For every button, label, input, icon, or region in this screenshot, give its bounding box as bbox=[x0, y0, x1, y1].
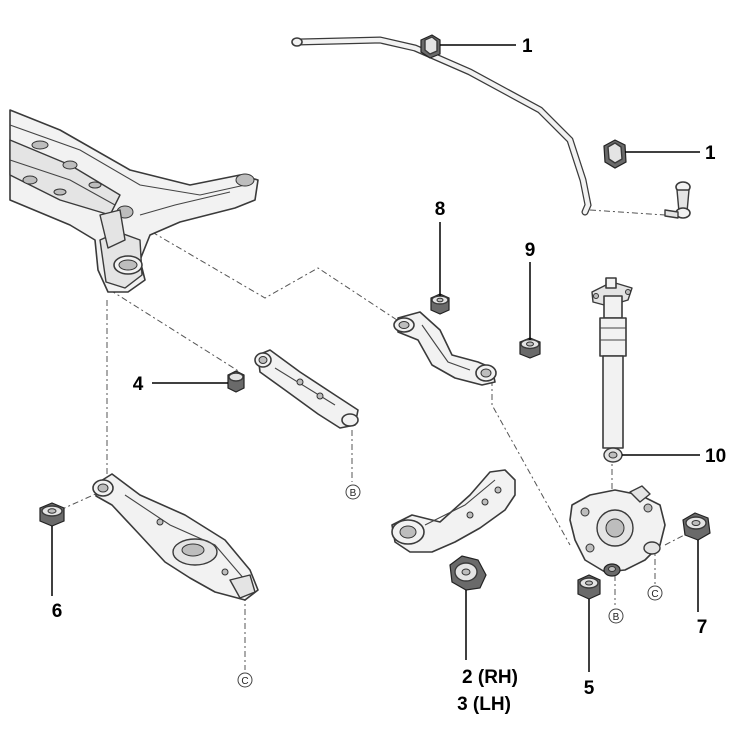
callout-3-lh: 3 (LH) bbox=[457, 694, 511, 715]
stabilizer-bushing-lower bbox=[603, 139, 627, 169]
callout-labels: 1 1 8 9 4 10 6 7 5 2 (RH) 3 (LH) bbox=[52, 36, 726, 715]
rear-knuckle bbox=[569, 485, 666, 573]
bushing-5 bbox=[577, 574, 601, 600]
assembly-dash-lines bbox=[59, 209, 691, 670]
trailing-arm-bushing bbox=[449, 555, 487, 591]
svg-text:C: C bbox=[241, 676, 248, 687]
callout-1-lower: 1 bbox=[705, 143, 716, 164]
ref-marker-c-knuckle: C bbox=[647, 585, 663, 601]
callout-6: 6 bbox=[52, 601, 63, 622]
bushing-7 bbox=[682, 512, 711, 541]
callout-5: 5 bbox=[584, 678, 595, 699]
bushing-6 bbox=[39, 502, 65, 527]
callout-4: 4 bbox=[133, 374, 144, 395]
knuckle-bushing bbox=[603, 563, 621, 577]
lower-control-arm bbox=[92, 473, 259, 601]
ref-marker-c-lower-arm: C bbox=[237, 672, 253, 688]
callout-10: 10 bbox=[705, 446, 726, 467]
crossmember bbox=[9, 109, 259, 293]
stabilizer-bushing-upper bbox=[420, 34, 441, 59]
trailing-arm bbox=[391, 469, 516, 553]
shock-absorber bbox=[591, 277, 633, 463]
callout-leaders bbox=[51, 44, 700, 672]
ref-marker-b-knuckle: B bbox=[608, 608, 624, 624]
callout-1-upper: 1 bbox=[522, 36, 533, 57]
bushing-8 bbox=[430, 293, 450, 315]
callout-2-rh: 2 (RH) bbox=[462, 667, 518, 688]
svg-text:C: C bbox=[651, 589, 658, 600]
svg-text:B: B bbox=[613, 612, 620, 623]
stabilizer-bar bbox=[291, 36, 592, 216]
upper-arm bbox=[393, 311, 497, 386]
stabilizer-link bbox=[664, 181, 691, 219]
callout-9: 9 bbox=[525, 240, 536, 261]
bushing-9 bbox=[519, 337, 541, 359]
callout-7: 7 bbox=[697, 617, 708, 638]
bushing-4 bbox=[227, 370, 245, 393]
lateral-link bbox=[254, 349, 359, 429]
svg-text:B: B bbox=[350, 488, 357, 499]
ref-marker-b-lateral: B bbox=[345, 484, 361, 500]
callout-8: 8 bbox=[435, 199, 446, 220]
